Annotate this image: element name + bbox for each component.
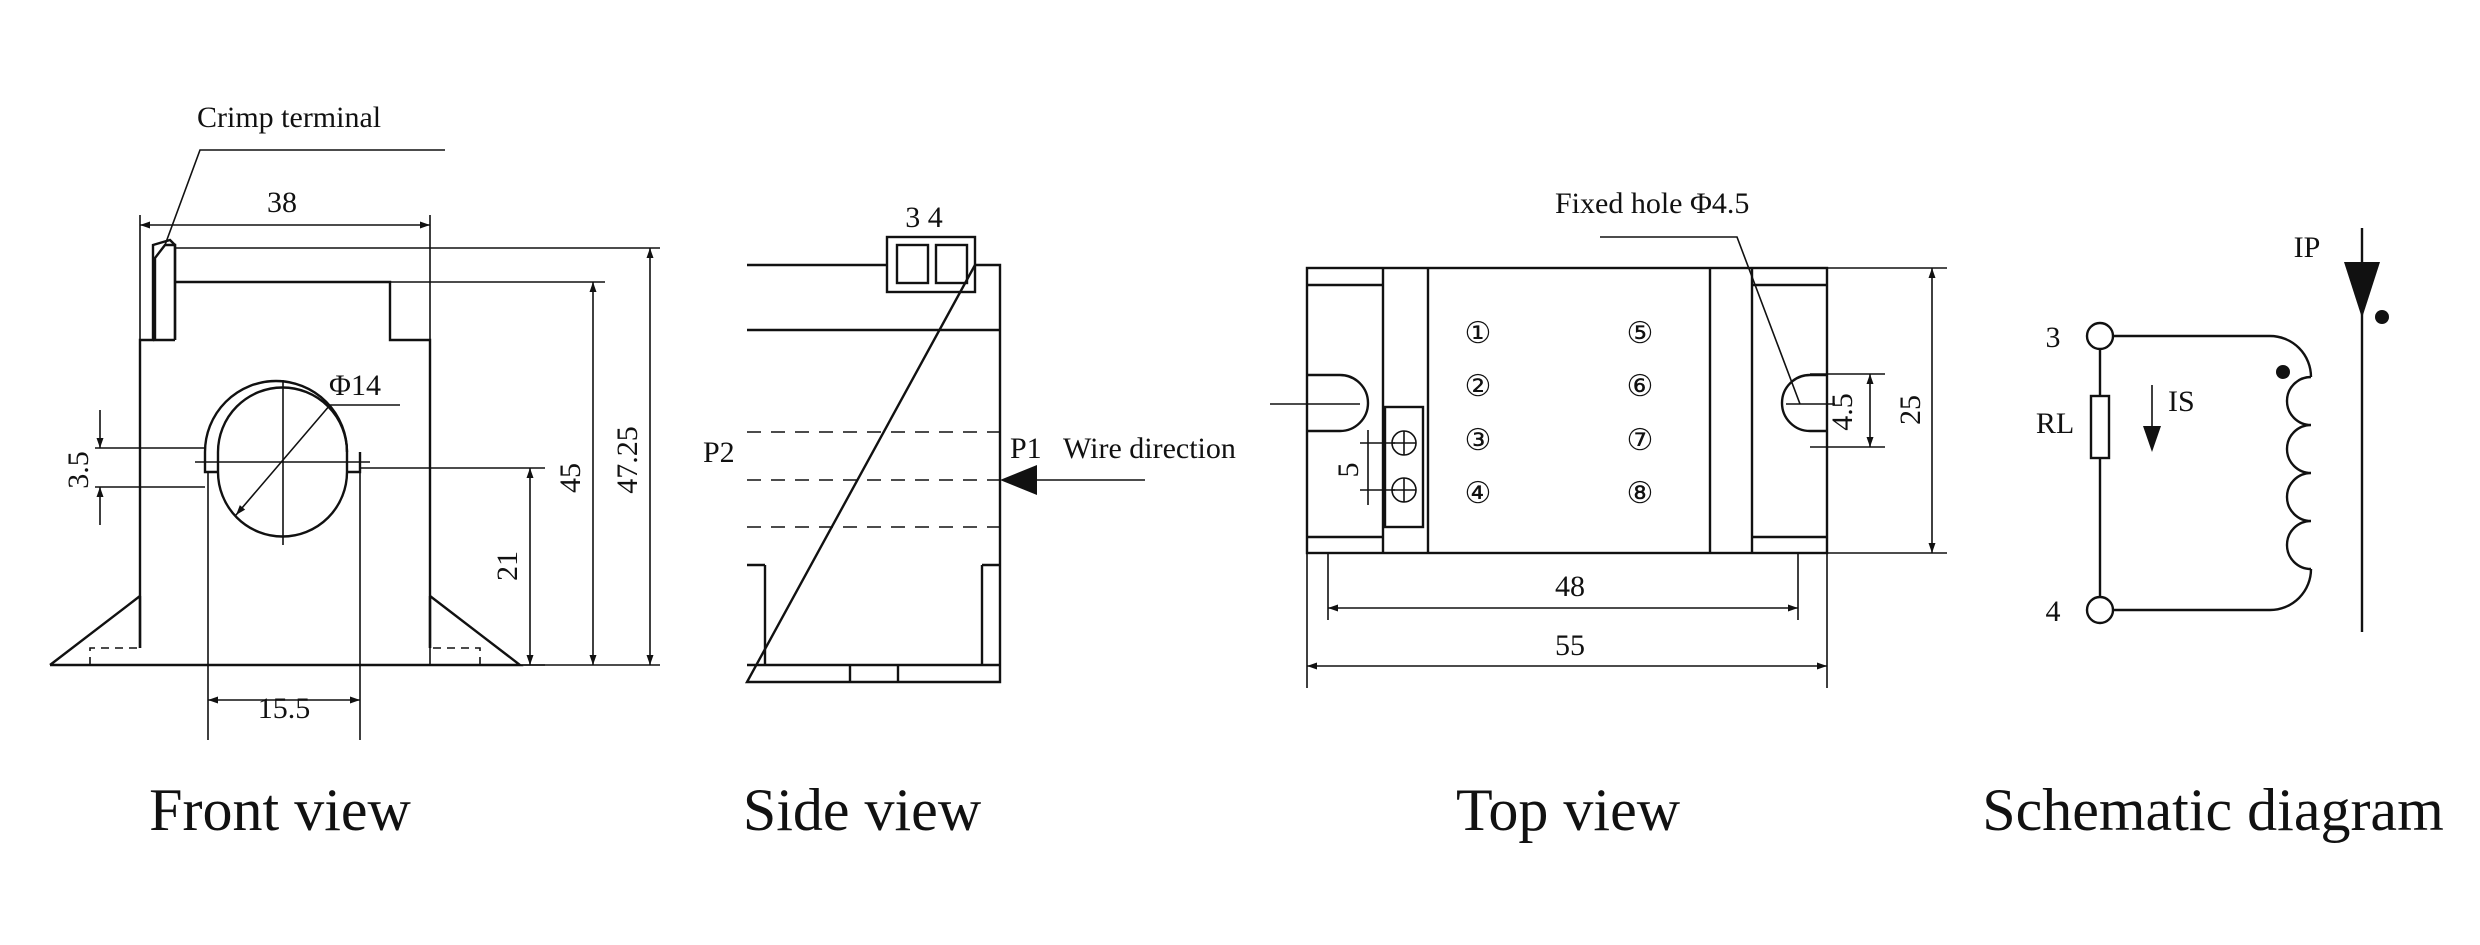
schematic-terminal-4: 4 xyxy=(2046,595,2061,628)
front-dim-21: 21 xyxy=(491,551,524,581)
schematic-ip-label: IP xyxy=(2294,231,2321,264)
front-dim-47-25: 47.25 xyxy=(611,426,644,494)
top-pin-8: ⑧ xyxy=(1627,477,1654,510)
top-dim-5: 5 xyxy=(1332,463,1365,478)
front-dim-38: 38 xyxy=(267,186,297,219)
side-view-title: Side view xyxy=(743,777,982,843)
top-dim-48: 48 xyxy=(1555,570,1585,603)
top-pin-4: ④ xyxy=(1465,477,1492,510)
side-wire-direction: Wire direction xyxy=(1063,432,1236,465)
top-dim-4-5: 4.5 xyxy=(1826,393,1859,431)
top-view: ① ② ③ ④ ⑤ ⑥ ⑦ ⑧ 5 4.5 25 48 55 Fixed hol… xyxy=(1270,187,1947,843)
schematic-is-label: IS xyxy=(2168,385,2195,418)
schematic-diagram: 3 4 RL IS IP Schematic diagram xyxy=(1982,228,2444,843)
top-pin-2: ② xyxy=(1465,370,1492,403)
top-view-title: Top view xyxy=(1456,777,1681,843)
top-dim-55: 55 xyxy=(1555,629,1585,662)
top-dim-25: 25 xyxy=(1894,395,1927,425)
front-dim-hole: Φ14 xyxy=(329,369,381,402)
front-view-title: Front view xyxy=(149,777,411,843)
front-dim-45: 45 xyxy=(554,463,587,493)
front-dim-15-5: 15.5 xyxy=(258,692,311,725)
side-p1: P1 xyxy=(1010,432,1042,465)
top-pin-3: ③ xyxy=(1465,424,1492,457)
schematic-title: Schematic diagram xyxy=(1982,777,2443,843)
top-fixed-hole-callout: Fixed hole Φ4.5 xyxy=(1555,187,1749,220)
side-view: 3 4 P2 P1 Wire direction Side view xyxy=(703,201,1236,843)
top-pin-6: ⑥ xyxy=(1627,370,1654,403)
top-pin-5: ⑤ xyxy=(1627,317,1654,350)
schematic-terminal-3: 3 xyxy=(2046,321,2061,354)
side-p2: P2 xyxy=(703,436,735,469)
side-terminals: 3 4 xyxy=(905,201,943,234)
front-view: 38 Φ14 15.5 3.5 21 45 47.25 Crimp termin… xyxy=(49,101,660,843)
front-dim-3-5: 3.5 xyxy=(62,451,95,489)
schematic-rl-label: RL xyxy=(2036,407,2074,440)
top-pin-7: ⑦ xyxy=(1627,424,1654,457)
top-pin-1: ① xyxy=(1465,317,1492,350)
front-crimp-callout: Crimp terminal xyxy=(197,101,381,134)
